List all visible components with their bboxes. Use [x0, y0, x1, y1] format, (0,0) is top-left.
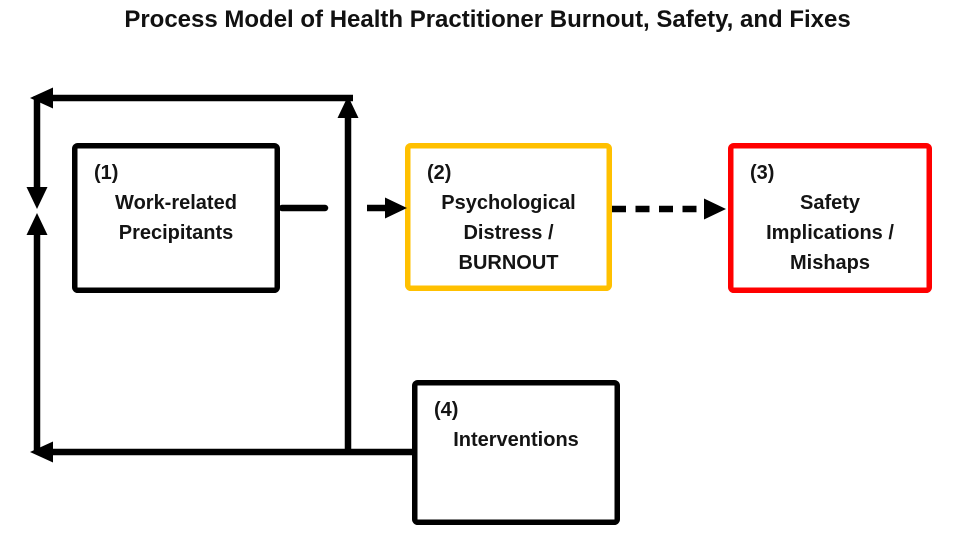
box4-outline [412, 380, 620, 525]
box3-label-line: Mishaps [789, 252, 871, 274]
diagram-title: Process Model of Health Practitioner Bur… [124, 6, 851, 33]
box1-outline [72, 143, 280, 293]
box3-label-line: Safety [799, 192, 861, 214]
box2-psychological-distress-burnout: (2) Psychological Distress / BURNOUT [410, 148, 607, 278]
box2-label-line: BURNOUT [458, 252, 559, 274]
box1-number: (1) [94, 162, 119, 184]
feedback-arrow-left-up-icon [26, 213, 48, 452]
box4-label-line: Interventions [453, 429, 579, 451]
feedback-arrow-top-left-icon [30, 87, 353, 109]
arrow-box2-to-box3-icon [612, 198, 726, 220]
box4-number: (4) [434, 399, 459, 421]
feedback-arrow-left-down-icon [26, 96, 48, 209]
box3-label-line: Implications / [766, 222, 894, 244]
box2-outline [405, 143, 612, 291]
box2-label-line: Psychological [441, 192, 576, 214]
feedback-arrow-up-from-bottom-icon [337, 96, 359, 451]
box1-label-line: Precipitants [118, 222, 234, 244]
box1-work-related-precipitants: (1) Work-related Precipitants [77, 148, 275, 248]
box3-safety-implications-mishaps: (3) Safety Implications / Mishaps [733, 148, 927, 278]
interventions-feedback-arrow-icon [30, 441, 413, 463]
box2-number: (2) [427, 162, 452, 184]
box3-number: (3) [750, 162, 775, 184]
box1-label-line: Work-related [115, 192, 237, 214]
box3-outline [728, 143, 932, 293]
box2-label-line: Distress / [463, 222, 554, 244]
arrow-box1-to-box2-icon [367, 197, 407, 219]
box4-interventions: (4) Interventions [417, 385, 615, 455]
